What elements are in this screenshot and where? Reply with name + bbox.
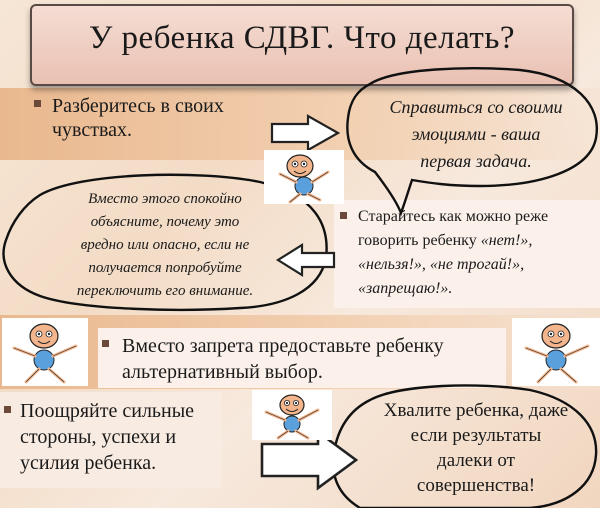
tip-line: Вместо запрета предоставьте ребенку	[122, 335, 444, 357]
tip-line: Старайтесь как можно реже	[358, 208, 549, 225]
tip-line: говорить ребенку «нет!»,	[358, 229, 548, 253]
bullet-square-icon	[4, 406, 11, 413]
left-arrow-icon	[275, 243, 336, 277]
tip-card-encourage	[0, 392, 222, 488]
tip-alternative-choice: Вместо запрета предоставьте ребенку альт…	[122, 333, 444, 385]
bubble-line: совершенства!	[416, 475, 536, 496]
tip-encourage-strengths: Поощряйте сильные стороны, успехи и усил…	[20, 398, 194, 476]
bullet-square-icon	[34, 100, 41, 107]
bubble-manage-emotions: Справиться со своими эмоциями - ваша пер…	[360, 94, 592, 175]
bubble-line: переключить его внимание.	[76, 283, 254, 299]
tip-line: «запрещаю!».	[358, 280, 453, 297]
tip-line: «нельзя!», «не трогай!»,	[358, 256, 525, 273]
bubble-explain-calmly: Вместо этого спокойно объясните, почему …	[22, 188, 308, 303]
cartoon-kid-icon	[512, 318, 600, 386]
title-banner: У ребенка СДВГ. Что делать?	[30, 4, 574, 86]
bubble-line: Вместо этого спокойно	[88, 191, 242, 207]
tip-line: усилия ребенка.	[20, 452, 157, 474]
tip-card-no-words	[334, 200, 600, 308]
right-arrow-icon	[270, 114, 341, 152]
tip-line: альтернативный выбор.	[122, 361, 323, 383]
tip-line: чувствах.	[52, 119, 133, 141]
bubble-line: объясните, почему это	[90, 214, 240, 230]
tip-line-italic: «нет!»,	[480, 232, 533, 249]
bubble-line: получается попробуйте	[88, 260, 242, 276]
bubble-line: эмоциями - ваша	[411, 124, 541, 144]
bullet-square-icon	[102, 340, 109, 347]
bubble-line: Справиться со своими	[389, 97, 563, 117]
speech-bubble-icon	[2, 173, 328, 312]
bubble-line: далеки от	[437, 450, 515, 471]
bullet-square-icon	[340, 212, 347, 219]
cartoon-kid-icon	[264, 150, 344, 204]
bubble-line: вредно или опасно, если не	[80, 237, 250, 253]
right-arrow-icon	[260, 429, 359, 491]
speech-bubble-icon	[346, 67, 599, 217]
bubble-line: первая задача.	[420, 151, 532, 171]
cartoon-kid-icon	[252, 390, 332, 440]
bubble-line: если результаты	[410, 425, 542, 446]
tip-line: стороны, успехи и	[20, 426, 177, 448]
tip-line-plain: говорить ребенку	[358, 232, 481, 249]
tip-card-alternative	[98, 328, 506, 388]
tip-understand-feelings: Разберитесь в своих чувствах.	[52, 94, 224, 142]
cartoon-kid-icon	[2, 318, 88, 386]
tip-line: Поощряйте сильные	[20, 400, 195, 422]
tip-line: Разберитесь в своих	[52, 95, 224, 117]
bubble-praise-child: Хвалите ребенка, даже если результаты да…	[354, 398, 598, 498]
bubble-line: Хвалите ребенка, даже	[383, 400, 569, 421]
page-title: У ребенка СДВГ. Что делать?	[88, 20, 516, 56]
tip-say-no-less: Старайтесь как можно реже говорить ребен…	[358, 205, 548, 301]
